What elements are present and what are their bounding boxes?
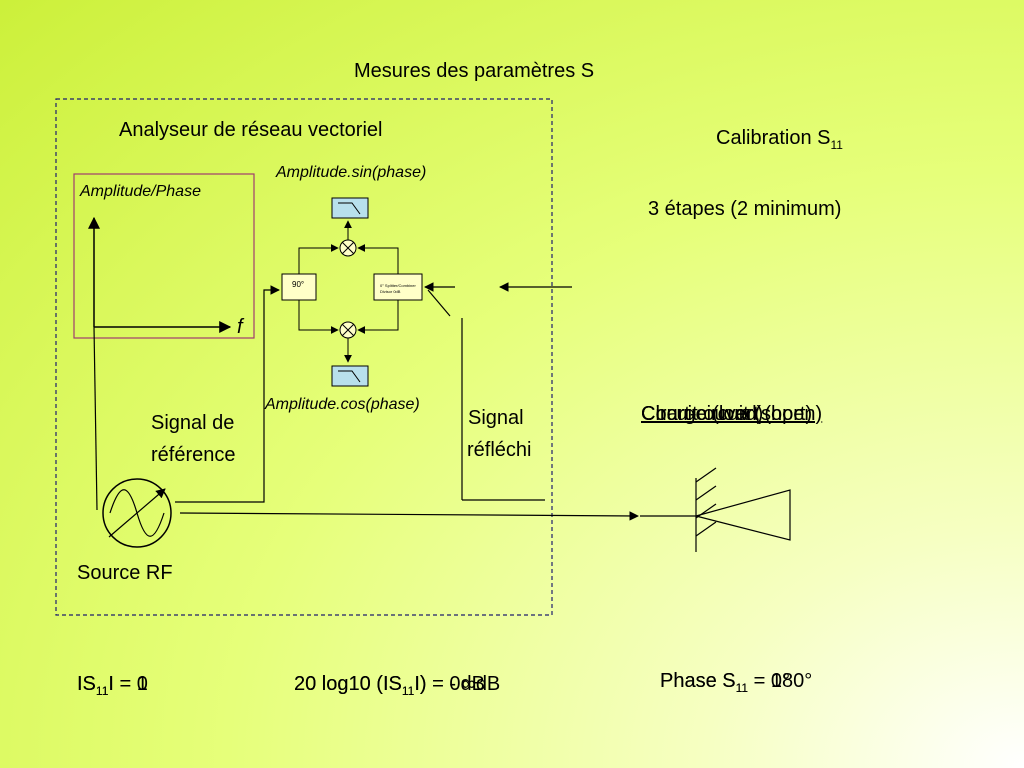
reference-signal-path — [175, 285, 280, 503]
reflected-signal-label-1: Signal — [468, 407, 524, 429]
phase-result-a: Phase S11 = 180° — [660, 670, 813, 695]
magnitude-result-b: IS11I = 1 — [77, 673, 148, 698]
output-line — [179, 511, 639, 521]
source-to-display-line — [93, 326, 98, 511]
load-option-open: Circuit ouvert (open) — [641, 403, 823, 425]
splitter-label-2: Divisor 0dB — [380, 289, 401, 294]
display-box — [73, 173, 255, 339]
lowpass-filter-bottom — [331, 365, 369, 387]
lowpass-filter-top — [331, 197, 369, 219]
lowpass-filter-bottom-icon — [338, 370, 361, 383]
splitter-label-1: 0° Splitter/Combiner — [380, 283, 416, 288]
rf-source-icon — [102, 478, 172, 548]
reflected-signal-label-2: réfléchi — [467, 439, 532, 461]
phase-result: Phase S11 = 180° Phase S11 = 0° — [660, 670, 880, 698]
cos-output-label: Amplitude.cos(phase) — [265, 396, 420, 413]
log-result: 20 log10 (IS11I) = - ∞dB 20 log10 (IS11I… — [294, 673, 574, 701]
reference-signal-label-2: référence — [151, 444, 236, 466]
log-result-b: 20 log10 (IS11I) = 0dB — [294, 673, 485, 698]
calibration-title: Calibration S11 — [716, 127, 843, 152]
sin-output-label: Amplitude.sin(phase) — [276, 164, 427, 181]
magnitude-result: IS11I = 0 IS11I = 1 — [77, 673, 187, 701]
load-option-load: Charge (load) — [641, 403, 764, 425]
display-label: Amplitude/Phase — [80, 183, 201, 200]
calibration-loads-overlay: Charge (load) Court-circuit (short) Circ… — [641, 403, 881, 431]
freq-axis-label: f — [237, 316, 243, 338]
reference-signal-label-1: Signal de — [151, 412, 235, 434]
magnitude-result-a: IS11I = 0 — [77, 673, 148, 698]
source-label: Source RF — [77, 562, 173, 584]
lowpass-filter-top-icon — [338, 202, 361, 215]
phase-result-b: Phase S11 = 0° — [660, 670, 790, 695]
calibration-steps: 3 étapes (2 minimum) — [648, 198, 842, 220]
log-result-a: 20 log10 (IS11I) = - ∞dB — [294, 673, 501, 698]
slide-title: Mesures des paramètres S — [354, 60, 595, 82]
phase-shifter-label: 90° — [292, 280, 305, 289]
analyzer-label: Analyseur de réseau vectoriel — [119, 119, 383, 141]
load-option-short: Court-circuit (short) — [641, 403, 813, 425]
switch-contact — [427, 289, 451, 317]
analyzer-frame — [55, 98, 553, 616]
load-symbol — [640, 467, 791, 552]
